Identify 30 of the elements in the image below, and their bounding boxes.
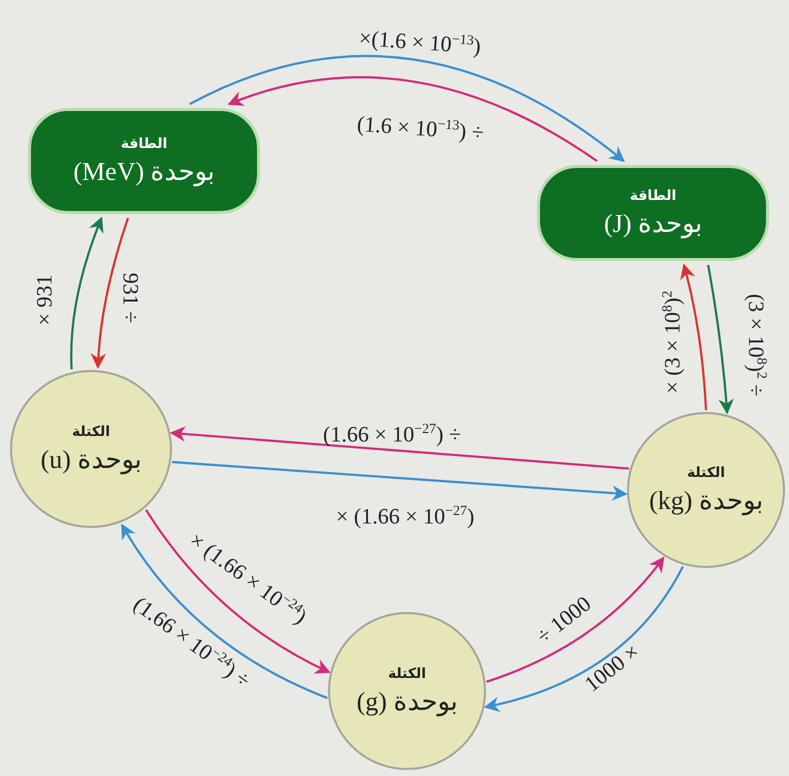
arrow [680,264,708,410]
node-heading: الطاقة [630,188,676,204]
arrow [484,566,684,712]
edge-label: (1.66 × 10$^{−27}$) ÷ [322,423,462,446]
arrow [70,216,104,370]
node-heading: الطاقة [120,136,168,152]
unit-label: بوحدة (u) [40,444,142,474]
node-heading: الكتلة [388,666,426,682]
arrow [145,509,331,674]
energy-unit-box [28,108,260,214]
unit-label: بوحدة (kg) [649,484,763,516]
arrow [189,55,625,162]
energy-unit-box [537,165,769,261]
arrow [121,524,328,700]
edge-label: × (1.66 × 10$^{−27}$) [335,505,476,528]
node-heading: الكتلة [686,464,726,480]
arrow [486,556,664,683]
unit-label: بوحدة (J) [604,208,702,238]
edge-label: ×(1.6 × 10$^{−13}$) [357,26,483,58]
arrow [90,218,130,369]
edge-label: 931 ÷ [118,272,141,326]
unit-label: بوحدة (g) [356,686,458,716]
edge-label: × 931 [32,274,55,328]
arrow [170,426,630,470]
arrow [172,460,628,501]
edge-label: (1.6 × 10$^{−13}$) ÷ [354,112,486,144]
arrow [707,264,734,414]
unit-label: بوحدة (MeV) [73,156,215,186]
arrow [228,76,598,162]
node-heading: الكتلة [72,424,110,440]
